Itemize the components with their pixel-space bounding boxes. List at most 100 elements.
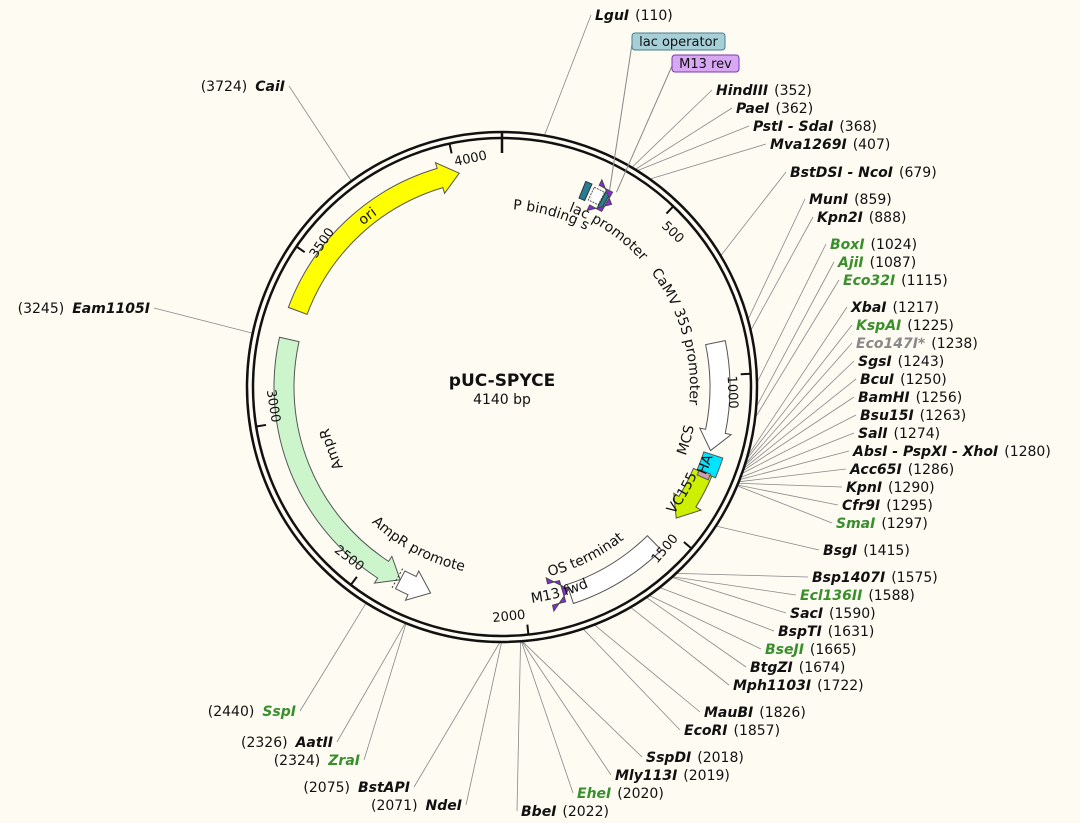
site-label-lgui: LguI (110) <box>595 8 673 24</box>
site-leader <box>738 482 843 488</box>
lac-operator-label: lac operator <box>639 35 718 50</box>
site-label-paei: PaeI(362) <box>736 101 813 117</box>
site-leader <box>740 432 855 478</box>
site-leader <box>747 306 848 457</box>
feature-nos <box>566 535 663 605</box>
site-leader <box>750 216 814 331</box>
site-position: (1243) <box>898 354 945 370</box>
svg-text:Eco32I(1115): Eco32I(1115) <box>843 273 948 289</box>
site-leader <box>747 198 806 320</box>
site-name: XbaI <box>850 300 886 316</box>
site-label-bstdsi-ncoi: BstDSI - NcoI(679) <box>790 165 937 181</box>
site-label-eco147i: Eco147I*(1238) <box>856 336 978 352</box>
svg-text:BsgI(1415): BsgI(1415) <box>823 543 910 559</box>
site-leader <box>636 125 750 172</box>
svg-text:BamHI(1256): BamHI(1256) <box>858 390 962 406</box>
site-leader <box>659 587 775 632</box>
svg-text:Cfr9I(1295): Cfr9I(1295) <box>842 498 933 514</box>
site-position: (3724) <box>201 79 248 95</box>
site-position: (2019) <box>683 768 730 784</box>
site-position: (2020) <box>617 786 664 802</box>
site-name: Eco147I* <box>856 336 926 352</box>
svg-text:Bsu15I(1263): Bsu15I(1263) <box>860 408 966 424</box>
site-position: (679) <box>899 165 937 181</box>
site-label-kpn2i: Kpn2I(888) <box>817 210 906 226</box>
site-label-maubi: MauBI(1826) <box>704 705 806 721</box>
tick-mark <box>448 143 453 154</box>
svg-text:Mly113I(2019): Mly113I(2019) <box>615 768 730 784</box>
svg-text:HindIII(352): HindIII(352) <box>716 83 812 99</box>
site-position: (3245) <box>18 301 65 317</box>
svg-text:PaeI(362): PaeI(362) <box>736 101 813 117</box>
site-leader <box>521 641 612 776</box>
site-leader <box>744 360 855 467</box>
site-name: Bsp1407I <box>812 570 885 586</box>
site-leader <box>671 576 787 614</box>
site-label-bamhi: BamHI(1256) <box>858 390 962 406</box>
site-leader <box>649 143 767 180</box>
site-label-bseji: BseJI(1665) <box>765 642 856 658</box>
site-name: MunI <box>809 192 848 208</box>
svg-text:EcoRI(1857): EcoRI(1857) <box>684 723 780 739</box>
feature-lac-promoter <box>587 186 606 206</box>
site-name: BamHI <box>858 390 910 406</box>
svg-text:Kpn2I(888): Kpn2I(888) <box>817 210 906 226</box>
site-label-boxi: BoxI(1024) <box>830 237 917 253</box>
svg-text:Acc65I(1286): Acc65I(1286) <box>849 462 954 478</box>
site-leader <box>630 606 730 686</box>
site-position: (2071) <box>371 798 418 814</box>
svg-text:BcuI(1250): BcuI(1250) <box>860 372 947 388</box>
svg-text:BstDSI - NcoI(679): BstDSI - NcoI(679) <box>790 165 937 181</box>
site-name: NdeI <box>426 798 462 814</box>
site-labels: LguI (110) HindIII(352) PaeI(362) PstI - Sda… <box>18 8 1051 820</box>
site-leader <box>744 342 853 465</box>
site-leader <box>738 468 847 483</box>
svg-text:BspTI(1631): BspTI(1631) <box>778 624 874 640</box>
site-name: HindIII <box>716 83 768 99</box>
site-label-bcui: BcuI(1250) <box>860 372 947 388</box>
plasmid-backbone <box>245 130 759 644</box>
plasmid-length: 4140 bp <box>473 392 531 408</box>
svg-text:SalI(1274): SalI(1274) <box>858 426 940 442</box>
site-label-bstapi: (2075)BstAPI <box>303 780 410 796</box>
svg-text:AbsI - PspXI - XhoI(1280): AbsI - PspXI - XhoI(1280) <box>852 444 1051 460</box>
site-leader <box>676 572 809 578</box>
site-name: AjiI <box>837 255 864 271</box>
site-label-sali: SalI(1274) <box>858 426 940 442</box>
site-position: (1250) <box>900 372 947 388</box>
site-name: LguI <box>595 8 629 24</box>
box-label-bg <box>671 54 740 73</box>
tick-mark <box>665 205 675 215</box>
site-label-psti-sdai: PstI - SdaI(368) <box>753 119 877 135</box>
svg-text:PstI - SdaI(368): PstI - SdaI(368) <box>753 119 877 135</box>
site-leader <box>672 576 797 596</box>
svg-text:(3245)Eam1105I: (3245)Eam1105I <box>18 301 150 317</box>
site-label-bspti: BspTI(1631) <box>778 624 874 640</box>
site-name: BspTI <box>778 624 822 640</box>
site-position: (1263) <box>920 408 967 424</box>
site-label-zrai: (2324)ZraI <box>274 753 360 769</box>
site-leader <box>741 414 857 474</box>
svg-text:AjiI(1087): AjiI(1087) <box>837 255 916 271</box>
site-position: (110) <box>635 8 673 24</box>
site-label-xbai: XbaI(1217) <box>850 300 939 316</box>
site-name: BbeI <box>521 804 556 820</box>
site-name: PaeI <box>736 101 770 117</box>
site-leader <box>153 307 253 334</box>
tick-label: 500 <box>658 219 686 247</box>
site-position: (1024) <box>871 237 918 253</box>
site-name: Eco32I <box>843 273 895 289</box>
site-leader <box>720 171 787 257</box>
tick-mark <box>526 624 530 635</box>
svg-text:LguI(110): LguI (110) <box>595 8 673 24</box>
site-position: (1665) <box>810 642 857 658</box>
feature-ampr-promoter <box>394 569 432 601</box>
svg-text:(2071)NdeI: (2071) NdeI <box>371 798 462 814</box>
feature-ha <box>696 468 712 481</box>
site-position: (1295) <box>886 498 933 514</box>
site-label-mva1269i: Mva1269I(407) <box>770 137 890 153</box>
svg-text:EheI(2020): EheI(2020) <box>577 786 664 802</box>
site-position: (1857) <box>733 723 780 739</box>
tick-label: 4000 <box>453 148 489 170</box>
site-label-bsp1407i: Bsp1407I(1575) <box>812 570 938 586</box>
